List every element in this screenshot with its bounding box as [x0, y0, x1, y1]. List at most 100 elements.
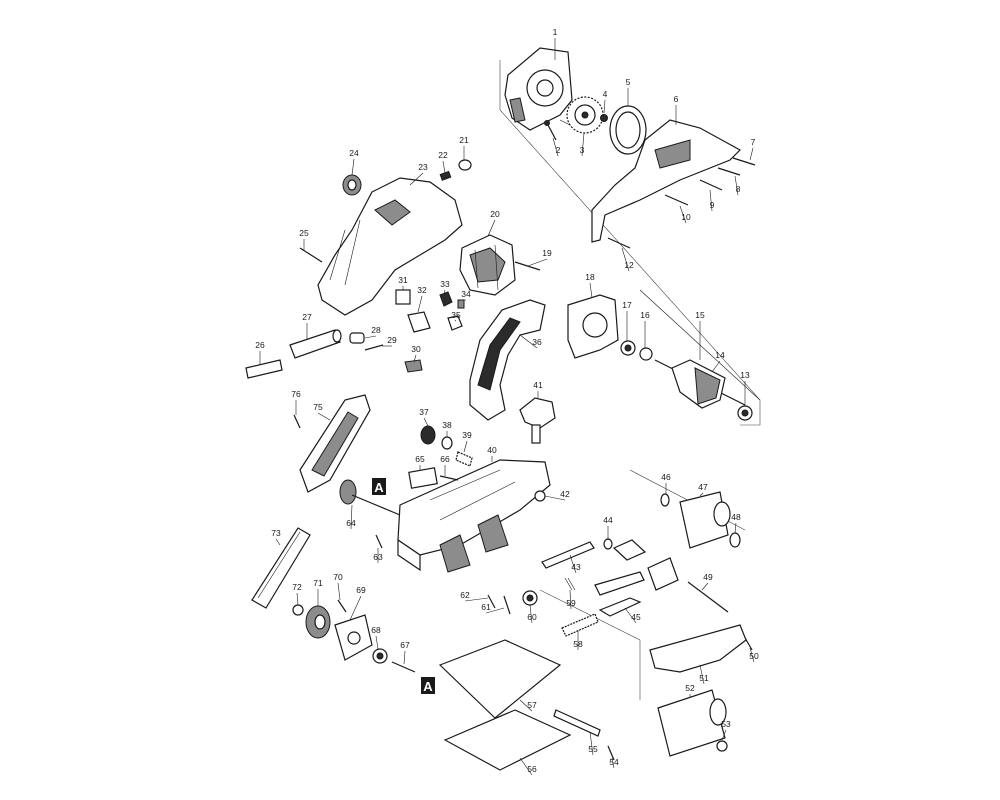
part-callout-61: 61 [481, 602, 491, 612]
screw-7 [732, 157, 756, 166]
screw-2 [544, 120, 557, 141]
part-callout-53: 53 [721, 719, 731, 729]
cord-clamp [404, 359, 423, 373]
leader-line-67 [403, 650, 406, 665]
leader-line-49 [701, 582, 709, 591]
belt-cover [299, 394, 371, 493]
brush-holder [439, 170, 452, 181]
part-callout-19: 19 [542, 248, 552, 258]
leader-line-42 [544, 495, 566, 501]
part-callout-68: 68 [371, 625, 381, 635]
screw-63 [375, 534, 383, 549]
part-callout-70: 70 [333, 572, 343, 582]
bevel-gear [566, 96, 604, 134]
part-callout-4: 4 [603, 89, 608, 99]
leader-line-59 [569, 589, 572, 610]
leader-line-32 [417, 295, 423, 313]
leader-line-43 [569, 554, 577, 574]
leader-line-18 [589, 282, 593, 299]
nut-53 [716, 740, 728, 752]
leader-line-37 [423, 417, 429, 427]
part-callout-21: 21 [459, 135, 469, 145]
section-marker-a-bottom-text: A [423, 679, 433, 694]
roller-shaft [687, 581, 729, 613]
part-callout-67: 67 [400, 640, 410, 650]
part-callout-35: 35 [451, 310, 461, 320]
handle-cover [591, 119, 741, 243]
part-callout-73: 73 [271, 528, 281, 538]
leader-line-51 [699, 664, 705, 685]
drive-shaft [339, 479, 401, 516]
screw-19 [514, 261, 541, 271]
part-callout-56: 56 [527, 764, 537, 774]
part-callout-75: 75 [313, 402, 323, 412]
part-callout-45: 45 [631, 612, 641, 622]
part-callout-59: 59 [566, 598, 576, 608]
part-callout-5: 5 [626, 77, 631, 87]
part-callout-2: 2 [556, 145, 561, 155]
part-callout-1: 1 [553, 27, 558, 37]
nut-72 [292, 604, 304, 616]
part-callout-22: 22 [438, 150, 448, 160]
leader-line-12 [621, 247, 630, 272]
cord-guard-clip [349, 332, 365, 344]
part-callout-52: 52 [685, 683, 695, 693]
bearing-60 [522, 590, 538, 606]
screw-10 [664, 194, 689, 206]
part-callout-34: 34 [461, 289, 471, 299]
washer-48 [729, 532, 741, 548]
leader-line-10 [679, 205, 687, 224]
switch [395, 289, 411, 305]
leader-line-2 [552, 137, 559, 157]
roller-bracket [594, 539, 679, 596]
leader-line-14 [711, 360, 721, 373]
switch-trigger [407, 311, 431, 333]
armature [654, 359, 746, 409]
part-callout-30: 30 [411, 344, 421, 354]
pin-61 [503, 595, 511, 615]
screw-12 [607, 237, 631, 249]
drive-belt [251, 527, 311, 609]
brush-cap [458, 159, 472, 171]
main-frame [397, 459, 551, 573]
part-callout-8: 8 [736, 184, 741, 194]
part-callout-39: 39 [462, 430, 472, 440]
part-callout-76: 76 [291, 389, 301, 399]
part-callout-28: 28 [371, 325, 381, 335]
leader-line-57 [519, 699, 533, 712]
section-marker-a-top: A [372, 478, 386, 495]
part-callout-66: 66 [440, 454, 450, 464]
leader-line-60 [529, 604, 533, 624]
leader-line-56 [519, 757, 533, 776]
leader-line-8 [734, 175, 739, 196]
leader-line-30 [413, 354, 417, 363]
part-callout-37: 37 [419, 407, 429, 417]
part-drawings [245, 47, 761, 771]
cord-guard [289, 329, 342, 359]
bearing-17 [620, 340, 636, 356]
leader-line-28 [364, 335, 377, 339]
part-callout-64: 64 [346, 518, 356, 528]
leader-line-35 [454, 319, 457, 322]
leader-line-4 [603, 99, 606, 114]
nut-42 [534, 490, 546, 502]
part-callout-69: 69 [356, 585, 366, 595]
leader-line-54 [611, 757, 615, 769]
bearing-68 [372, 648, 388, 664]
leader-line-73 [275, 538, 281, 546]
pad-strip [553, 709, 601, 737]
leader-line-9 [709, 189, 713, 212]
part-callout-23: 23 [418, 162, 428, 172]
insulation-washer [639, 347, 653, 361]
part-callout-6: 6 [674, 94, 679, 104]
gear-housing [504, 47, 573, 131]
drive-pulley [305, 605, 331, 639]
leader-line-47 [699, 492, 704, 497]
washer-38 [441, 436, 453, 450]
part-callout-13: 13 [740, 370, 750, 380]
part-callout-41: 41 [533, 380, 543, 390]
part-callout-10: 10 [681, 212, 691, 222]
part-callout-27: 27 [302, 312, 312, 322]
rear-roller [657, 689, 727, 757]
